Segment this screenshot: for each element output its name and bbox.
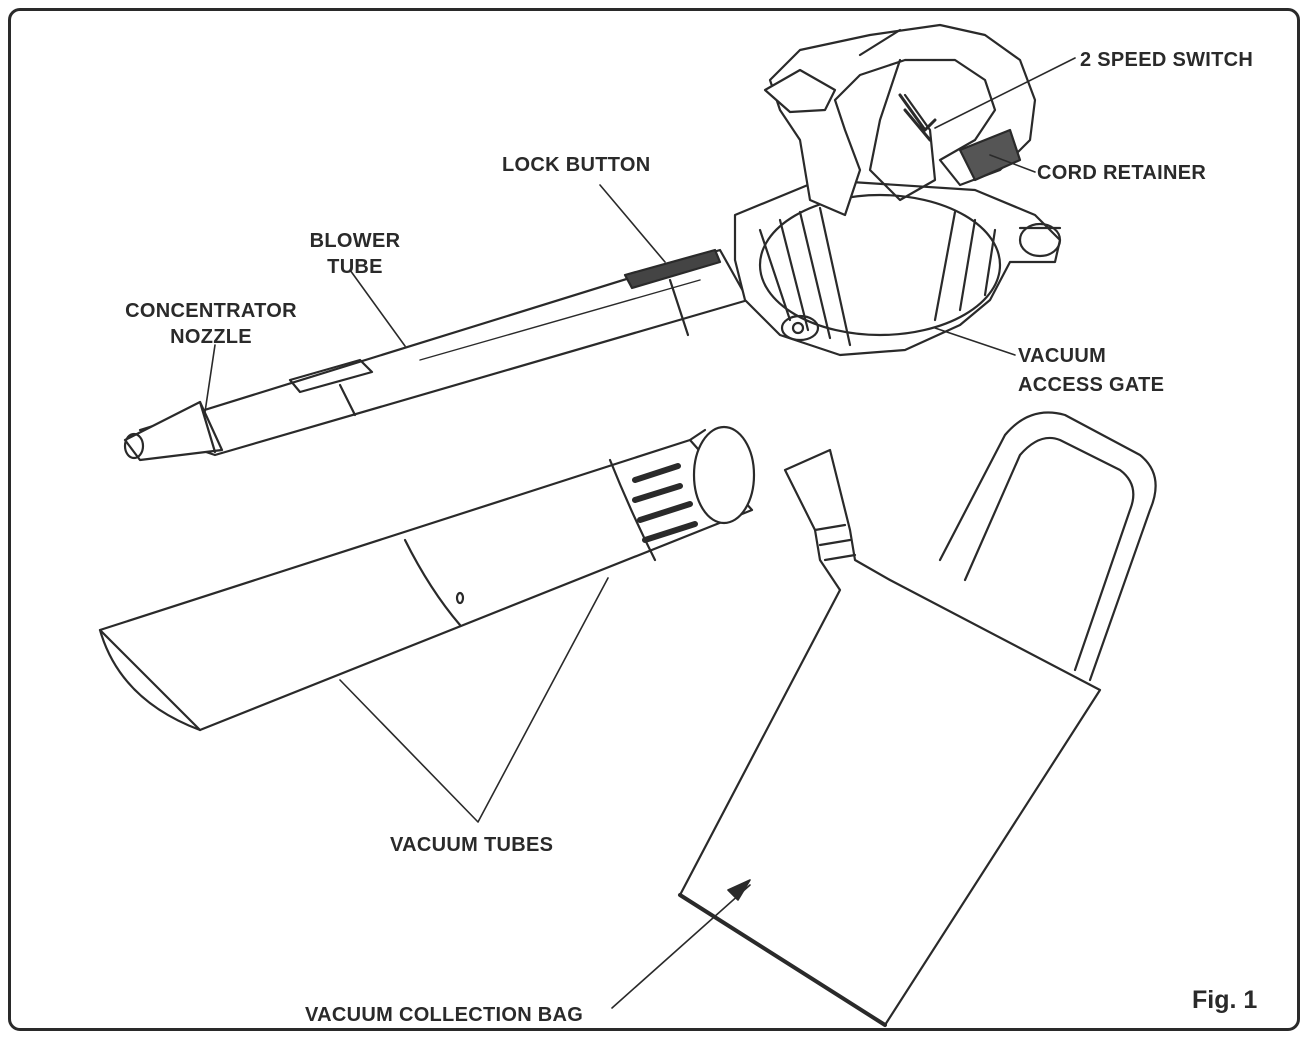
vacuum-collection-bag — [678, 411, 1157, 1027]
label-blower-tube-line-2: TUBE — [327, 256, 383, 278]
label-cord-retainer: CORD RETAINER — [1037, 162, 1207, 184]
leader-lines — [204, 57, 1076, 1009]
handle — [763, 23, 1037, 217]
figure-frame — [8, 8, 1300, 1031]
label-blower-tube-line-1: BLOWER — [309, 230, 401, 252]
concentrator-nozzle — [123, 400, 224, 462]
vacuum-tube-set — [98, 425, 756, 732]
label-2-speed-switch: 2 SPEED SWITCH — [1080, 49, 1254, 71]
label-vacuum-tubes: VACUUM TUBES — [390, 834, 554, 856]
label-concentrator-nozzle-line-2: NOZZLE — [170, 326, 252, 348]
label-concentrator-nozzle: CONCENTRATOR NOZZLE — [112, 298, 310, 350]
label-vacuum-access-gate-line-2: ACCESS GATE — [1018, 374, 1165, 396]
label-vacuum-access-gate: VACUUM ACCESS GATE — [1018, 342, 1164, 400]
label-blower-tube: BLOWER TUBE — [300, 228, 410, 280]
label-vacuum-collection-bag: VACUUM COLLECTION BAG — [305, 1004, 584, 1026]
motor-housing — [733, 178, 1062, 357]
figure-number: Fig. 1 — [1192, 986, 1258, 1014]
label-vacuum-access-gate-line-1: VACUUM — [1018, 345, 1107, 367]
blower-tube — [138, 248, 750, 457]
label-lock-button: LOCK BUTTON — [502, 154, 651, 176]
label-concentrator-nozzle-line-1: CONCENTRATOR — [125, 300, 297, 322]
